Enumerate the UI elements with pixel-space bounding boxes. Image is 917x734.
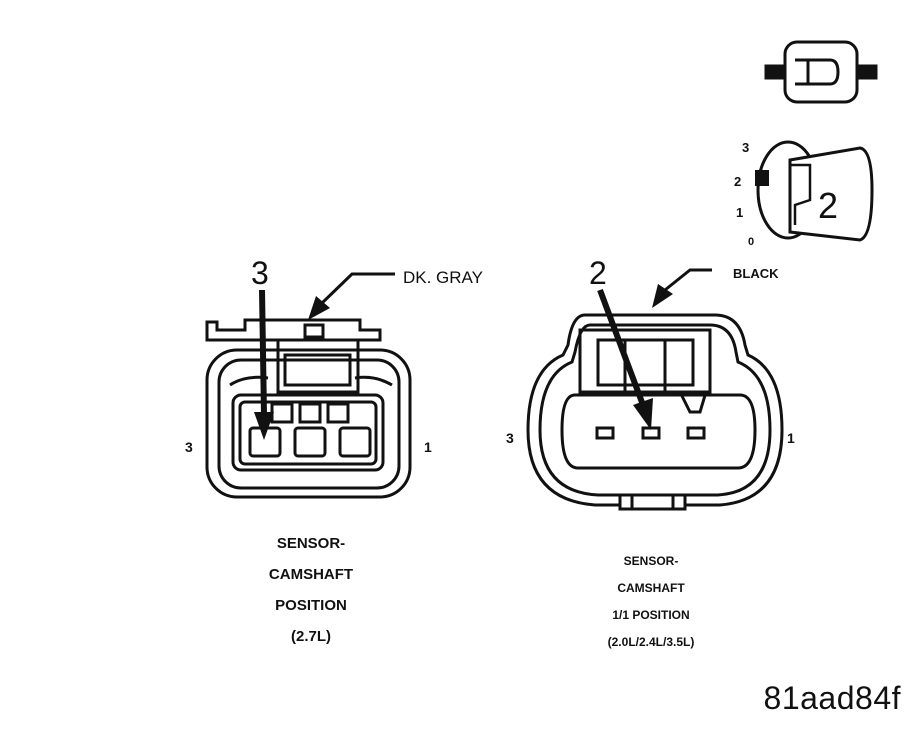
color-leader-27l	[308, 272, 395, 320]
caption-27l-line: SENSOR-	[276, 535, 346, 552]
callout-arrow-multi	[597, 288, 653, 430]
color-label-multi: BLACK	[733, 266, 779, 281]
pin-label-27l-left: 3	[185, 439, 193, 455]
caption-27l-line: (2.7L)	[290, 628, 331, 645]
caption-multi-line: (2.0L/2.4L/3.5L)	[607, 635, 695, 649]
dial-mark-3: 3	[742, 140, 749, 155]
connector-multi	[526, 313, 784, 511]
dial-mark-1: 1	[736, 205, 743, 220]
caption-27l-line: POSITION	[275, 597, 347, 614]
dial-mark-0: 0	[748, 236, 754, 248]
callout-number-multi: 2	[589, 255, 607, 291]
caption-multi-line: CAMSHAFT	[617, 581, 685, 595]
caption-multi-line: SENSOR-	[623, 554, 679, 568]
callout-arrow-27l	[254, 289, 274, 440]
pin-label-multi-left: 3	[506, 430, 514, 446]
color-leader-multi	[652, 268, 712, 308]
caption-27l: SENSOR- CAMSHAFT POSITION (2.7L)	[226, 528, 396, 652]
caption-multi-line: 1/1 POSITION	[612, 608, 690, 622]
color-label-27l: DK. GRAY	[403, 268, 483, 287]
pin-label-multi-right: 1	[787, 430, 795, 446]
caption-27l-line: CAMSHAFT	[268, 566, 354, 583]
pin-label-27l-right: 1	[424, 439, 432, 455]
callout-number-27l: 3	[251, 255, 269, 291]
figure-id: 81aad84f	[763, 680, 901, 716]
caption-multi: SENSOR- CAMSHAFT 1/1 POSITION (2.0L/2.4L…	[571, 548, 731, 656]
dial-mark-2: 2	[734, 174, 741, 189]
connector-27l	[205, 318, 412, 499]
key-position-dial-icon	[755, 140, 874, 242]
key-number: 2	[818, 185, 838, 226]
key-icon	[764, 40, 878, 104]
